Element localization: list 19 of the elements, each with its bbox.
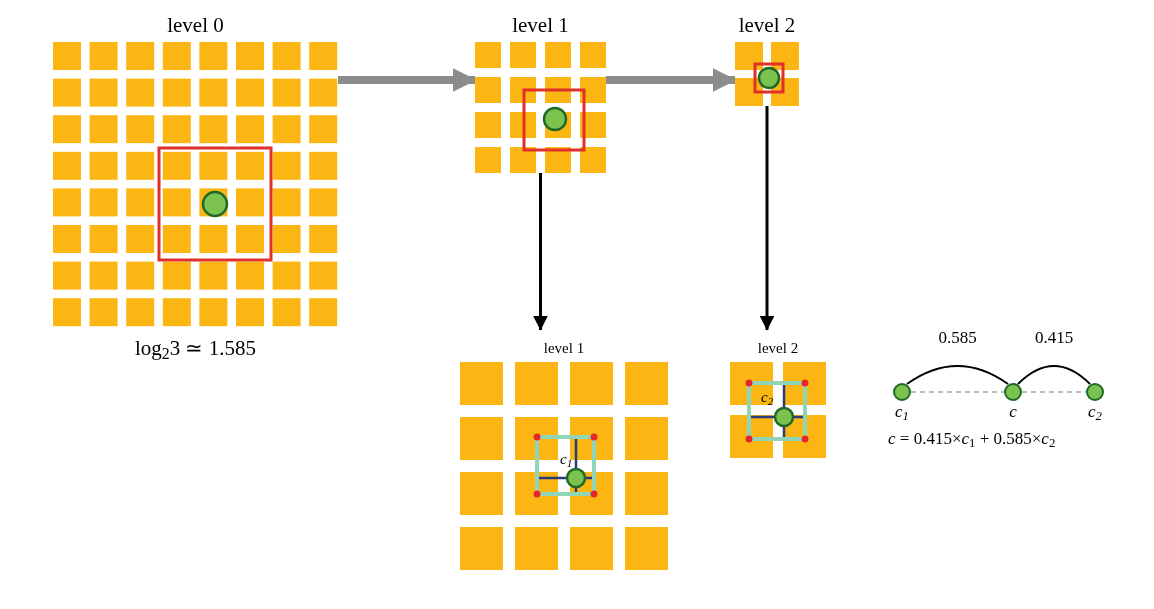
point-label: c$_{1}$ <box>560 452 573 467</box>
arrow <box>606 68 737 92</box>
dashed-line <box>910 391 1005 393</box>
level-heading: level 2 <box>757 341 799 356</box>
level-heading: level 1 <box>512 15 569 36</box>
arc-connector <box>906 365 1009 385</box>
level-heading: level 1 <box>543 341 585 356</box>
arrow <box>533 173 548 331</box>
point-label: c$_{2}$ <box>761 390 774 405</box>
point-label: c <box>1009 401 1017 423</box>
point-label: c$_{1}$ <box>895 401 909 423</box>
formula-caption: log$_{2}$3 ≃ 1.585 <box>135 335 256 362</box>
formula-text: c = 0.415×c$_{1}$ + 0.585×c$_{2}$ <box>888 428 1056 450</box>
arc-connector <box>1017 365 1091 385</box>
point-label: c$_{2}$ <box>1088 401 1102 423</box>
level-heading: level 2 <box>738 15 796 36</box>
arrow <box>759 106 775 331</box>
arrow <box>338 68 477 92</box>
level-heading: level 0 <box>167 15 224 36</box>
